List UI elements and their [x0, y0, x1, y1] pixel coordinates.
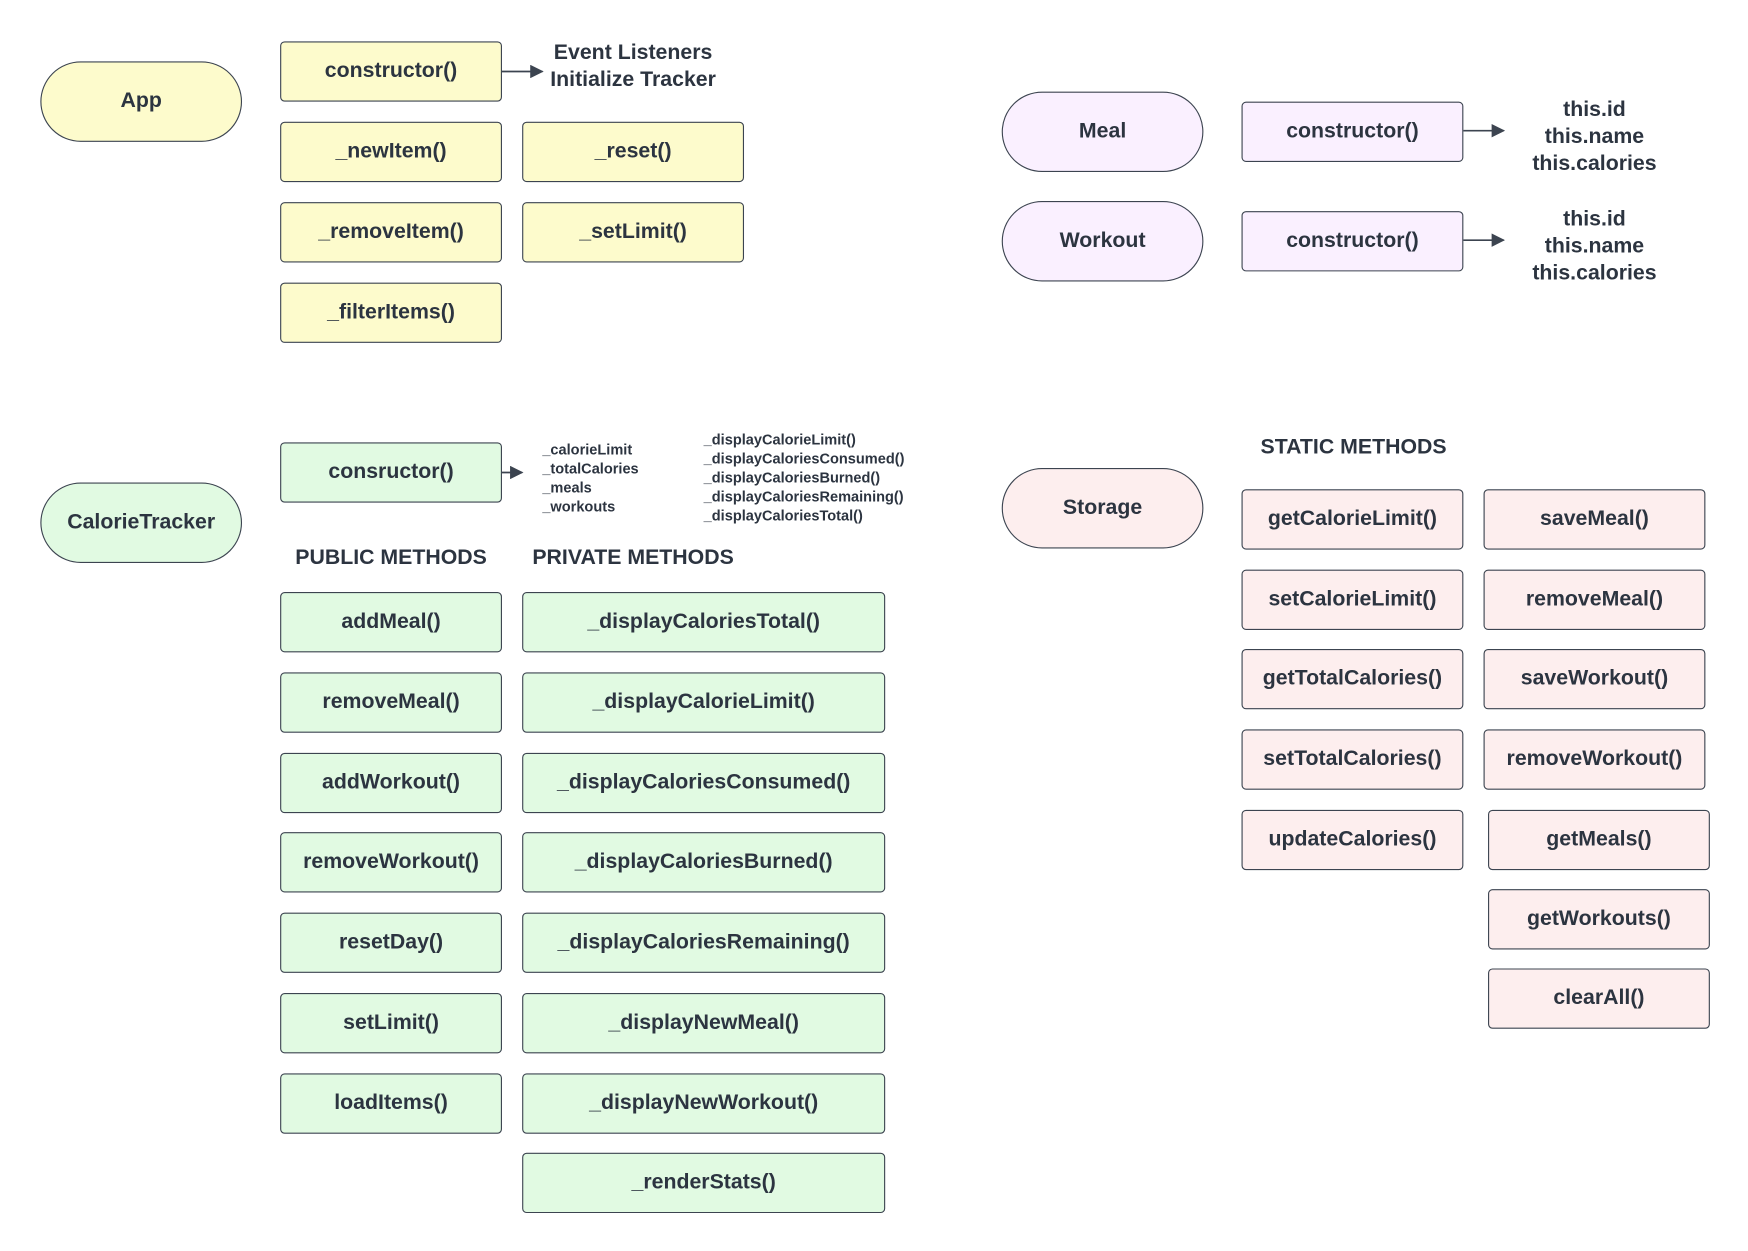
tracker-property: _meals	[542, 479, 592, 496]
calorie-tracker-properties: _calorieLimit _totalCalories _meals _wor…	[542, 440, 638, 516]
app-note-line: Initialize Tracker	[550, 68, 716, 92]
public-method-node: removeWorkout()	[280, 832, 502, 893]
workout-properties: this.id this.name this.calories	[1513, 207, 1677, 287]
tracker-call: _displayCaloriesRemaining()	[703, 488, 904, 505]
private-method-node: _displayNewWorkout()	[522, 1073, 886, 1134]
app-constructor-node: constructor()	[280, 41, 502, 102]
storage-method-node: getMeals()	[1488, 809, 1710, 871]
tracker-property: _calorieLimit	[542, 441, 633, 458]
private-methods-heading: PRIVATE METHODS	[532, 546, 734, 570]
app-constructor-note: Event Listeners Initialize Tracker	[527, 40, 740, 94]
app-method-node: _setLimit()	[522, 202, 745, 263]
app-note-line: Event Listeners	[553, 41, 713, 65]
storage-class-node: Storage	[1001, 468, 1204, 549]
storage-method-node: getCalorieLimit()	[1241, 489, 1464, 550]
storage-method-node: removeMeal()	[1483, 569, 1706, 630]
app-method-node: _filterItems()	[280, 282, 502, 343]
private-method-node: _displayNewMeal()	[522, 993, 886, 1054]
meal-properties: this.id this.name this.calories	[1513, 97, 1677, 177]
tracker-call: _displayCaloriesConsumed()	[703, 450, 905, 467]
storage-method-node: saveMeal()	[1483, 489, 1706, 550]
storage-method-node: updateCalories()	[1241, 809, 1464, 871]
public-method-node: setLimit()	[280, 993, 502, 1054]
workout-property: this.name	[1544, 234, 1645, 259]
workout-constructor-node: constructor()	[1241, 211, 1464, 272]
tracker-call: _displayCaloriesBurned()	[703, 469, 881, 486]
storage-method-node: setTotalCalories()	[1241, 729, 1464, 790]
meal-property: this.id	[1563, 98, 1626, 122]
calorie-tracker-constructor-node: consructor()	[280, 442, 502, 503]
private-method-node: _displayCaloriesBurned()	[522, 832, 886, 893]
storage-method-node: getWorkouts()	[1488, 889, 1710, 950]
private-method-node: _displayCaloriesConsumed()	[522, 752, 886, 814]
storage-method-node: setCalorieLimit()	[1241, 569, 1464, 630]
static-methods-heading: STATIC METHODS	[1260, 435, 1447, 460]
storage-method-node: removeWorkout()	[1483, 729, 1706, 790]
public-methods-heading: PUBLIC METHODS	[295, 546, 487, 570]
calorie-tracker-constructor-calls: _displayCalorieLimit() _displayCaloriesC…	[704, 430, 905, 525]
meal-constructor-node: constructor()	[1241, 101, 1464, 162]
app-method-node: _newItem()	[280, 121, 502, 183]
storage-method-node: getTotalCalories()	[1241, 648, 1464, 710]
tracker-call: _displayCaloriesTotal()	[703, 507, 863, 524]
public-method-node: addMeal()	[280, 592, 502, 653]
meal-property: this.calories	[1532, 151, 1657, 176]
app-method-node: _reset()	[522, 121, 745, 183]
tracker-call: _displayCalorieLimit()	[703, 431, 856, 448]
calorie-tracker-class-node: CalorieTracker	[40, 482, 243, 563]
workout-property: this.calories	[1532, 261, 1657, 285]
app-class-node: App	[40, 61, 243, 142]
private-method-node: _renderStats()	[522, 1152, 886, 1214]
tracker-property: _totalCalories	[542, 460, 639, 477]
public-method-node: resetDay()	[280, 912, 502, 973]
meal-class-node: Meal	[1001, 91, 1204, 173]
storage-method-node: saveWorkout()	[1483, 648, 1706, 710]
private-method-node: _displayCaloriesTotal()	[522, 592, 886, 653]
private-method-node: _displayCaloriesRemaining()	[522, 912, 886, 973]
meal-property: this.name	[1544, 125, 1645, 149]
public-method-node: loadItems()	[280, 1073, 502, 1134]
public-method-node: addWorkout()	[280, 752, 502, 814]
workout-property: this.id	[1563, 207, 1626, 232]
app-method-node: _removeItem()	[280, 202, 502, 263]
workout-class-node: Workout	[1001, 201, 1204, 282]
public-method-node: removeMeal()	[280, 672, 502, 733]
storage-method-node: clearAll()	[1488, 968, 1710, 1029]
tracker-property: _workouts	[542, 498, 616, 515]
private-method-node: _displayCalorieLimit()	[522, 672, 886, 733]
